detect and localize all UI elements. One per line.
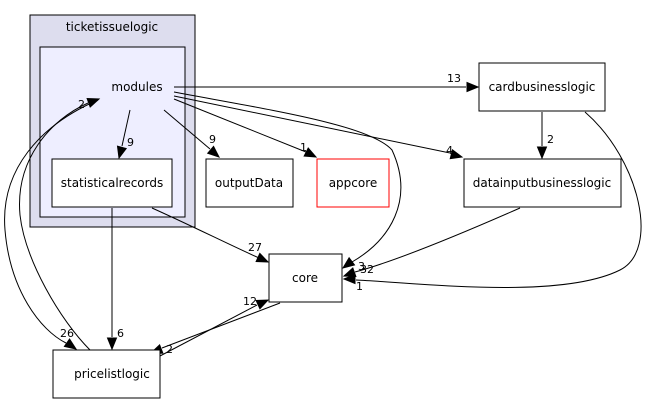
edge-line — [121, 109, 131, 147]
arrowhead-icon — [303, 147, 318, 158]
arrowhead-icon — [255, 252, 270, 263]
cluster-ticketissuelogic-label: ticketissuelogic — [66, 20, 158, 34]
edge-line — [173, 98, 307, 153]
edge-pricelistlogic-to-core: 12 — [159, 295, 270, 357]
edge-statisticalrecords-to-pricelistlogic: 6 — [106, 208, 124, 351]
edge-label: 32 — [360, 263, 374, 276]
edge-line — [19, 102, 91, 351]
edge-label: 9 — [209, 133, 216, 146]
arrowhead-icon — [536, 146, 548, 160]
edge-label: 12 — [243, 295, 257, 308]
node-datainputbusinesslogic-label: datainputbusinesslogic — [473, 176, 611, 190]
node-outputData[interactable]: outputData — [205, 158, 294, 208]
node-appcore[interactable]: appcore — [316, 158, 390, 208]
edges: 13 9 9 1 4 3 26 2 1 32 27 6 2 12 2 — [4, 72, 642, 357]
arrowhead-icon — [449, 149, 464, 160]
edge-line — [173, 91, 402, 263]
edge-modules-to-outputData: 9 — [163, 109, 221, 158]
arrowhead-icon — [255, 299, 270, 310]
node-pricelistlogic-label: pricelistlogic — [74, 367, 150, 381]
edge-line — [163, 109, 211, 150]
edge-label: 4 — [446, 144, 453, 157]
node-cardbusinesslogic[interactable]: cardbusinesslogic — [478, 62, 606, 112]
node-modules[interactable]: modules — [111, 80, 162, 94]
edge-cardbusinesslogic-to-datainputbusinesslogic: 2 — [536, 112, 554, 160]
edge-label: 9 — [127, 136, 134, 149]
edge-line — [354, 207, 521, 273]
edge-label: 26 — [60, 327, 74, 340]
arrowhead-icon — [116, 145, 128, 160]
arrowhead-icon — [341, 256, 356, 269]
edge-label: 3 — [358, 260, 365, 273]
edge-line — [173, 95, 451, 154]
arrowhead-icon — [106, 337, 118, 351]
edge-label: 13 — [447, 72, 461, 85]
node-appcore-label: appcore — [329, 176, 378, 190]
edge-label: 2 — [78, 98, 85, 111]
node-core[interactable]: core — [268, 253, 343, 303]
edge-pricelistlogic-to-modules: 2 — [19, 97, 101, 351]
edge-label: 1 — [300, 141, 307, 154]
edge-label: 6 — [117, 327, 124, 340]
arrowhead-icon — [342, 267, 357, 278]
edge-label: 27 — [248, 241, 262, 254]
node-datainputbusinesslogic[interactable]: datainputbusinesslogic — [463, 158, 622, 208]
node-statisticalrecords-label: statisticalrecords — [61, 176, 164, 190]
edge-line — [161, 302, 281, 349]
edge-label: 2 — [547, 133, 554, 146]
arrowhead-icon — [466, 81, 480, 93]
node-core-label: core — [292, 271, 318, 285]
arrowhead-icon — [206, 145, 221, 158]
arrowhead-icon — [86, 97, 101, 108]
edge-datainputbusinesslogic-to-core: 32 — [342, 207, 521, 278]
node-outputData-label: outputData — [215, 176, 283, 190]
edge-line — [151, 207, 260, 259]
edge-label: 2 — [166, 343, 173, 356]
edge-statisticalrecords-to-core: 27 — [151, 207, 270, 263]
arrowhead-icon — [63, 338, 78, 350]
node-statisticalrecords[interactable]: statisticalrecords — [51, 158, 173, 208]
nodes: modules statisticalrecords outputData ap… — [51, 62, 622, 399]
edge-modules-to-core: 3 — [173, 91, 402, 273]
edge-modules-to-cardbusinesslogic: 13 — [174, 72, 480, 93]
edge-label: 1 — [356, 280, 363, 293]
edge-modules-to-appcore: 1 — [173, 98, 318, 158]
edge-modules-to-datainputbusinesslogic: 4 — [173, 95, 464, 160]
edge-core-to-pricelistlogic: 2 — [149, 302, 281, 356]
node-pricelistlogic[interactable]: pricelistlogic — [52, 349, 161, 399]
node-cardbusinesslogic-label: cardbusinesslogic — [489, 80, 596, 94]
edge-line — [355, 111, 642, 288]
edge-modules-to-statisticalrecords: 9 — [116, 109, 134, 160]
